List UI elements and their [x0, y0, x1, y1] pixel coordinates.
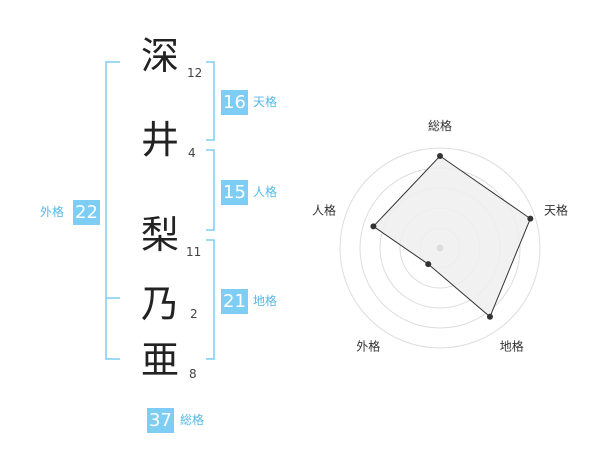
name-char-3: 梨	[140, 213, 179, 257]
tenkaku-label: 天格	[253, 95, 278, 109]
name-char-1: 深	[140, 34, 179, 78]
outer-bracket	[105, 61, 120, 360]
name-char-5: 亜	[140, 338, 179, 382]
radar-axis-label-2: 天格	[544, 202, 568, 217]
radar-point-4	[425, 261, 432, 268]
stroke-count-1: 12	[187, 66, 203, 80]
soukaku-value: 37	[147, 408, 174, 433]
name-char-4: 乃	[140, 282, 179, 326]
jinkaku-value: 15	[221, 180, 248, 205]
chikaku-bracket	[206, 239, 215, 360]
stroke-count-2: 4	[188, 146, 196, 160]
gaikaku-label: 外格	[40, 205, 65, 219]
gaikaku-value: 22	[73, 200, 100, 225]
radar-axis-label-4: 外格	[356, 339, 380, 354]
chikaku-label: 地格	[253, 294, 278, 308]
radar-point-2	[527, 215, 534, 222]
radar-point-5	[370, 223, 377, 230]
tenkaku-bracket	[206, 61, 215, 141]
tenkaku-value: 16	[221, 90, 248, 115]
stroke-count-3: 11	[186, 245, 202, 259]
radar-polygon	[372, 155, 531, 318]
radar-point-3	[486, 313, 493, 320]
chikaku-value: 21	[221, 289, 248, 314]
stroke-count-4: 2	[190, 307, 198, 321]
stroke-count-5: 8	[189, 367, 197, 381]
radar-center	[436, 244, 444, 252]
radar-axis-label-5: 人格	[312, 202, 336, 217]
jinkaku-label: 人格	[253, 185, 278, 199]
radar-point-1	[437, 153, 443, 159]
soukaku-label: 総格	[180, 413, 205, 427]
radar-axis-label-1: 総格	[428, 118, 452, 133]
jinkaku-bracket	[206, 149, 215, 231]
radar-axis-label-3: 地格	[500, 339, 524, 354]
name-char-2: 井	[140, 118, 179, 162]
radar-ring-5	[339, 147, 541, 349]
